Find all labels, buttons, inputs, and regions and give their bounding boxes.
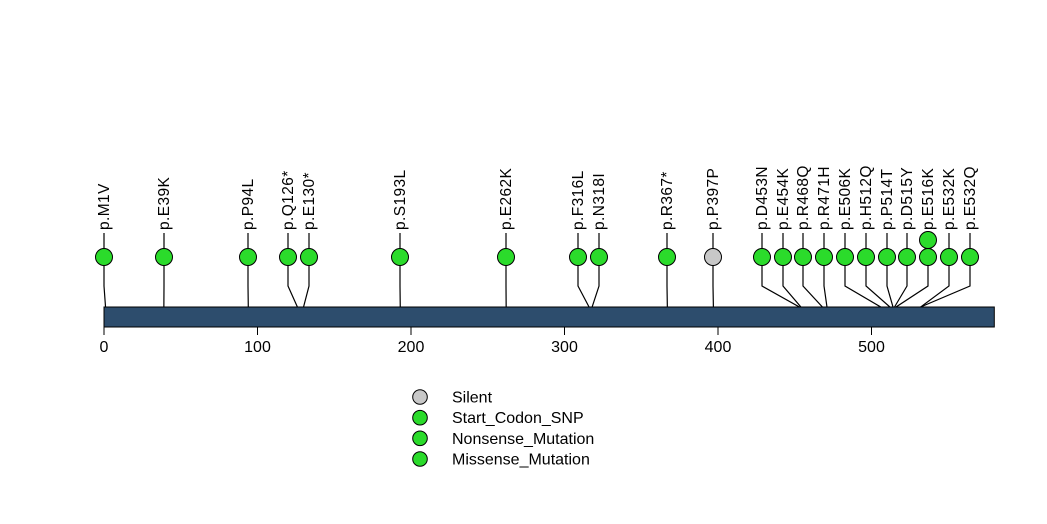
mutation-marker (857, 248, 875, 266)
mutation-label: p.F316L (570, 170, 587, 230)
legend-item-label: Missense_Mutation (452, 452, 590, 469)
mutation-label: p.E516K (920, 167, 937, 230)
mutation-marker (878, 248, 896, 266)
mutation-label: p.E130* (301, 172, 318, 230)
mutation-marker (815, 248, 833, 266)
mutation-marker (300, 248, 318, 266)
mutation-marker (919, 248, 937, 266)
axis-tick-label: 200 (398, 339, 425, 356)
legend-item-label: Start_Codon_SNP (452, 410, 584, 427)
mutation-marker (794, 248, 812, 266)
mutation-marker (753, 248, 771, 266)
mutation-label: p.P514T (879, 168, 896, 230)
mutation-label: p.P94L (240, 178, 257, 230)
mutation-label: p.R471H (816, 166, 833, 230)
mutation-marker (961, 248, 979, 266)
mutation-marker (940, 248, 958, 266)
mutation-label: p.Q126* (280, 170, 297, 230)
axis-tick-label: 400 (705, 339, 732, 356)
mutation-label: p.R468Q (795, 165, 812, 230)
mutation-label: p.E454K (775, 167, 792, 230)
axis-tick-label: 100 (244, 339, 271, 356)
mutation-label: p.E506K (837, 167, 854, 230)
mutation-marker (497, 248, 515, 266)
mutation-label: p.E262K (498, 167, 515, 230)
legend-item-label: Silent (452, 390, 493, 407)
legend-swatch-nonsense_mutation (412, 430, 428, 447)
mutation-marker (774, 248, 792, 266)
legend-swatch-silent (412, 389, 428, 405)
legend-swatch-missense_mutation (412, 451, 428, 467)
mutation-marker (590, 248, 608, 266)
mutation-label: p.P397P (705, 168, 722, 230)
x-axis: 0 100 200 300 400 500 (100, 327, 885, 356)
protein-backbone-bar (103, 306, 995, 328)
mutation-label: p.D515Y (899, 167, 916, 230)
mutation-marker (919, 231, 937, 249)
mutation-label: p.E532Q (962, 166, 979, 230)
mutation-label: p.E532K (941, 167, 958, 230)
mutation-marker (658, 248, 676, 266)
mutation-marker (704, 248, 722, 266)
mutation-label: p.H512Q (858, 165, 875, 230)
mutation-label: p.E39K (156, 176, 173, 230)
legend-swatch-start_codon_snp (412, 409, 428, 426)
axis-tick-label: 300 (551, 339, 578, 356)
mutation-marker (391, 248, 409, 266)
mutation-label: p.N318I (591, 173, 608, 230)
mutation-markers: p.M1V p.E39K p.P94L p.Q126*p.E130* p.S193L p.… (95, 165, 979, 266)
mutation-marker (279, 248, 297, 266)
axis-tick-label: 500 (858, 339, 885, 356)
mutation-marker (898, 248, 916, 266)
mutation-label: p.M1V (96, 183, 113, 230)
mutation-label: p.R367* (659, 171, 676, 230)
mutation-marker (239, 248, 257, 266)
mutation-label: p.S193L (392, 169, 409, 230)
mutation-marker (95, 248, 113, 266)
mutation-label: p.D453N (754, 166, 771, 230)
legend-item-label: Nonsense_Mutation (452, 431, 594, 448)
mutation-marker (155, 248, 173, 266)
mutation-marker (836, 248, 854, 266)
axis-tick-label: 0 (100, 339, 109, 356)
mutation-marker (569, 248, 587, 266)
